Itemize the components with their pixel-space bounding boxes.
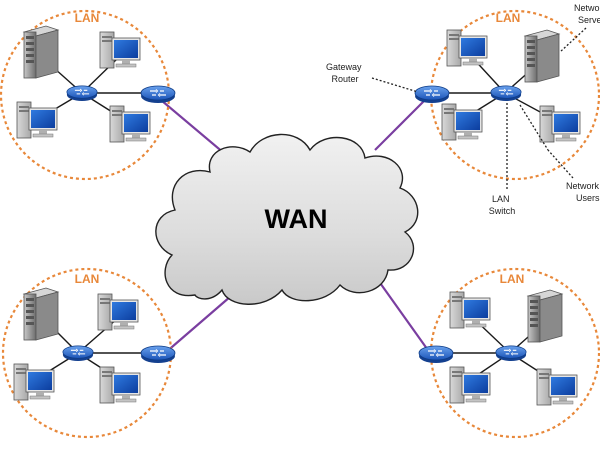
lan-label: LAN bbox=[75, 272, 100, 286]
router-icon bbox=[418, 345, 454, 364]
annotation-text: Network Users bbox=[566, 181, 600, 203]
cloud-shape bbox=[155, 133, 419, 305]
server-icon bbox=[23, 287, 59, 341]
router-icon bbox=[140, 85, 176, 104]
switch-icon bbox=[490, 85, 522, 102]
annotation-text: Gateway Router bbox=[326, 62, 364, 84]
annotation-network-server: Network Server bbox=[559, 3, 600, 53]
desktop-icon bbox=[449, 291, 491, 329]
lan-top-right: LAN bbox=[414, 9, 600, 181]
lan-bottom-left: LAN bbox=[1, 267, 176, 439]
desktop-icon bbox=[449, 366, 491, 404]
annotation-text: Network Server bbox=[574, 3, 600, 25]
switch-icon bbox=[62, 345, 94, 362]
leader-line bbox=[519, 104, 549, 151]
server-icon bbox=[527, 289, 563, 343]
lan-boundary bbox=[429, 267, 600, 439]
desktop-icon bbox=[536, 368, 578, 406]
switch-icon bbox=[66, 85, 98, 102]
wan-link-bottom-right bbox=[377, 279, 431, 354]
annotation-text: LAN Switch bbox=[489, 194, 516, 216]
leader-line bbox=[559, 27, 587, 53]
annotation-gateway-router: Gateway Router bbox=[326, 62, 419, 93]
desktop-icon bbox=[97, 293, 139, 331]
server-icon bbox=[23, 25, 59, 79]
wan-link-top-right bbox=[374, 94, 431, 151]
leader-line bbox=[371, 77, 419, 93]
wan-label: WAN bbox=[265, 204, 328, 234]
lan-label: LAN bbox=[500, 272, 525, 286]
lan-top-left: LAN bbox=[0, 9, 176, 181]
lan-label: LAN bbox=[75, 11, 100, 25]
desktop-icon bbox=[16, 101, 58, 139]
desktop-icon bbox=[13, 363, 55, 401]
server-icon bbox=[524, 29, 560, 83]
router-icon bbox=[140, 345, 176, 364]
desktop-icon bbox=[539, 105, 581, 143]
leader-line bbox=[547, 149, 574, 179]
lan-label: LAN bbox=[496, 11, 521, 25]
lan-boundary bbox=[429, 9, 600, 181]
lan-bottom-right: LAN bbox=[418, 267, 600, 439]
desktop-icon bbox=[109, 105, 151, 143]
annotations: Gateway Router LAN Switch Network Server… bbox=[326, 3, 600, 216]
switch-icon bbox=[495, 345, 527, 362]
desktop-icon bbox=[99, 366, 141, 404]
desktop-icon bbox=[446, 29, 488, 67]
wan-link-bottom-left bbox=[164, 289, 239, 354]
wan-cloud: WAN bbox=[155, 133, 419, 305]
desktop-icon bbox=[99, 31, 141, 69]
annotation-lan-switch: LAN Switch bbox=[489, 103, 516, 216]
router-icon bbox=[414, 85, 450, 104]
annotation-network-users: Network Users bbox=[519, 104, 600, 203]
desktop-icon bbox=[441, 103, 483, 141]
